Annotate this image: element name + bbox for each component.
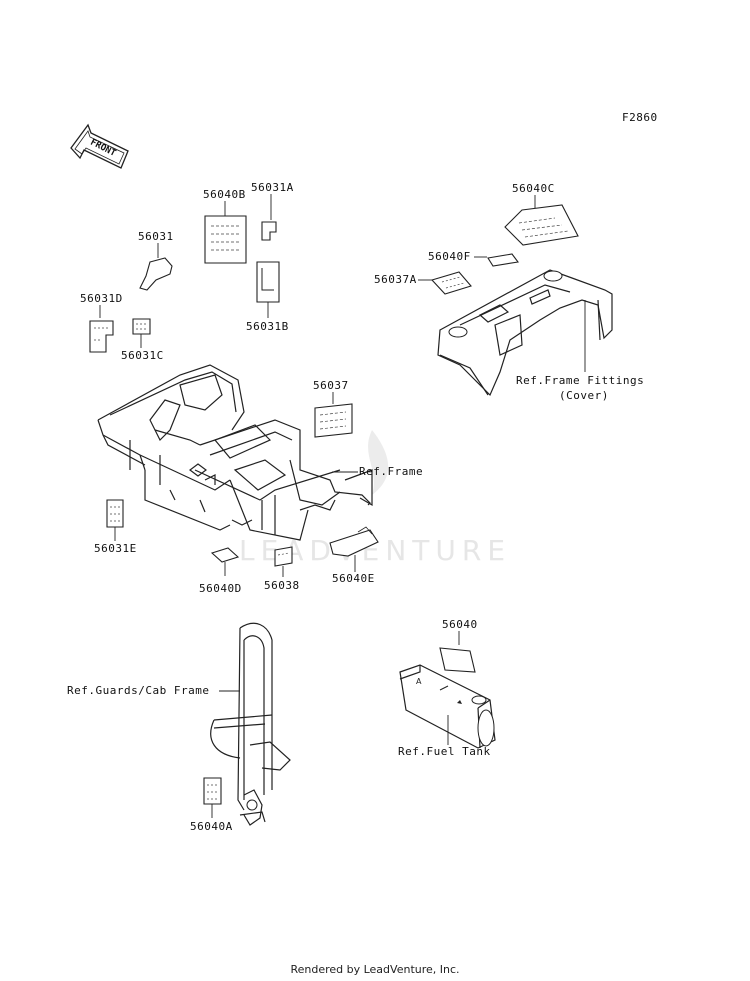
ref-frame-fittings-sub: (Cover) — [559, 389, 609, 402]
part-label-56037a[interactable]: 56037A — [374, 273, 417, 286]
part-label-56031c[interactable]: 56031C — [121, 349, 164, 362]
part-label-56038[interactable]: 56038 — [264, 579, 300, 592]
part-label-56031[interactable]: 56031 — [138, 230, 174, 243]
ref-frame: Ref.Frame — [359, 465, 423, 478]
decal-56031c[interactable] — [132, 318, 151, 335]
decal-56040c[interactable] — [504, 204, 579, 246]
part-label-56040[interactable]: 56040 — [442, 618, 478, 631]
part-label-56040c[interactable]: 56040C — [512, 182, 555, 195]
part-label-56040e[interactable]: 56040E — [332, 572, 375, 585]
svg-text:A: A — [416, 677, 422, 686]
fuel-tank: A — [399, 664, 496, 749]
part-label-56040f[interactable]: 56040F — [428, 250, 471, 263]
ref-guards-cab-frame: Ref.Guards/Cab Frame — [67, 684, 209, 697]
ref-frame-fittings: Ref.Frame Fittings — [516, 374, 644, 387]
decal-56040[interactable] — [439, 647, 476, 673]
part-label-56040d[interactable]: 56040D — [199, 582, 242, 595]
footer-credit: Rendered by LeadVenture, Inc. — [290, 963, 460, 976]
frame-fittings-cover — [437, 269, 613, 397]
main-frame — [97, 364, 373, 541]
part-label-56031d[interactable]: 56031D — [80, 292, 123, 305]
part-label-56037[interactable]: 56037 — [313, 379, 349, 392]
decal-56037a[interactable] — [430, 271, 472, 295]
decal-56038[interactable] — [274, 546, 293, 567]
decal-56040a[interactable] — [203, 777, 222, 805]
figure-code: F2860 — [622, 111, 658, 124]
decal-56031a[interactable] — [261, 221, 277, 241]
decal-56040f[interactable] — [487, 253, 519, 267]
part-label-56031a[interactable]: 56031A — [251, 181, 294, 194]
decal-56031e[interactable] — [106, 499, 124, 528]
decal-56040b[interactable] — [204, 215, 247, 264]
front-arrow-icon: FRONT — [70, 123, 129, 169]
decal-56040d[interactable] — [210, 547, 240, 563]
part-label-56040a[interactable]: 56040A — [190, 820, 233, 833]
decal-56031d[interactable] — [89, 320, 114, 353]
ref-fuel-tank: Ref.Fuel Tank — [398, 745, 491, 758]
decal-56037[interactable] — [314, 403, 353, 438]
decal-56031[interactable] — [139, 257, 173, 291]
guards-cab-frame — [210, 622, 291, 826]
leadventure-watermark: LEADVENTURE — [239, 430, 505, 567]
decal-56031b[interactable] — [256, 261, 280, 303]
part-label-56031e[interactable]: 56031E — [94, 542, 137, 555]
part-label-56031b[interactable]: 56031B — [246, 320, 289, 333]
part-label-56040b[interactable]: 56040B — [203, 188, 246, 201]
decal-56040e[interactable] — [329, 526, 379, 557]
